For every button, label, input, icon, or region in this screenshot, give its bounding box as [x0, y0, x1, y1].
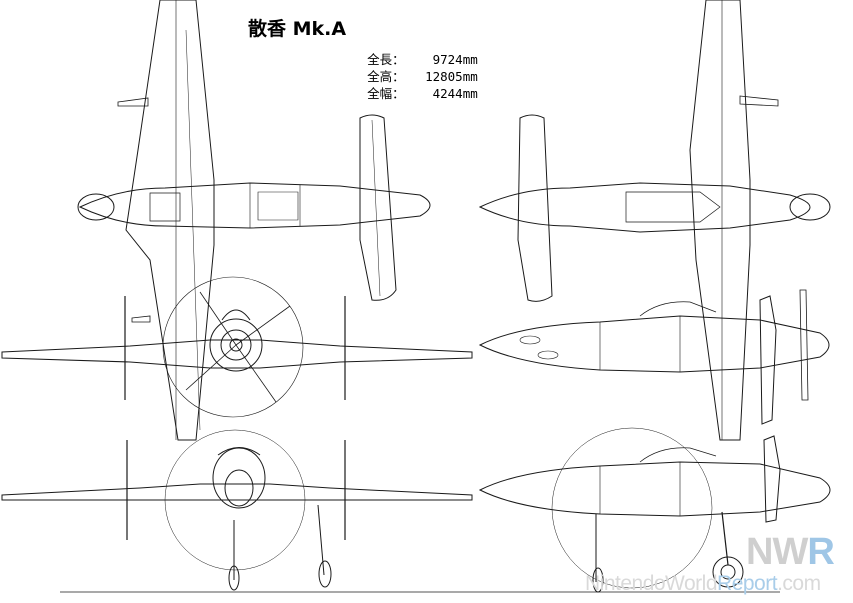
watermark-logo: NWR — [746, 531, 835, 574]
spec-label: 全長： — [367, 52, 405, 67]
spec-label: 全幅： — [367, 86, 405, 101]
watermark-site-a: NintendoWorld — [585, 572, 718, 595]
watermark-site-b: Report — [717, 572, 778, 595]
spec-label: 全高： — [367, 69, 405, 84]
watermark-site-c: .com — [777, 572, 821, 595]
plan-view-top-left — [78, 0, 430, 440]
spec-value: 9724mm — [425, 52, 478, 67]
spec-value: 4244mm — [425, 86, 478, 101]
watermark-logo-n: N — [746, 531, 773, 573]
plan-view-top-right — [480, 0, 830, 440]
spec-row-length: 全長： 9724mm — [352, 34, 478, 68]
spec-row-height: 全高： 12805mm — [352, 51, 478, 85]
watermark-site: NintendoWorldReport.com — [585, 572, 821, 596]
spec-row-width: 全幅： 4244mm — [352, 68, 478, 102]
page-title: 散香 Mk.A — [248, 18, 347, 40]
side-view-middle-right — [480, 290, 829, 424]
side-view-bottom-right — [480, 428, 830, 592]
front-view-bottom-left — [2, 430, 780, 592]
spec-value: 12805mm — [425, 69, 478, 84]
watermark-logo-r: R — [807, 531, 834, 573]
watermark-logo-w: W — [772, 531, 808, 573]
front-view-prop — [2, 277, 472, 417]
